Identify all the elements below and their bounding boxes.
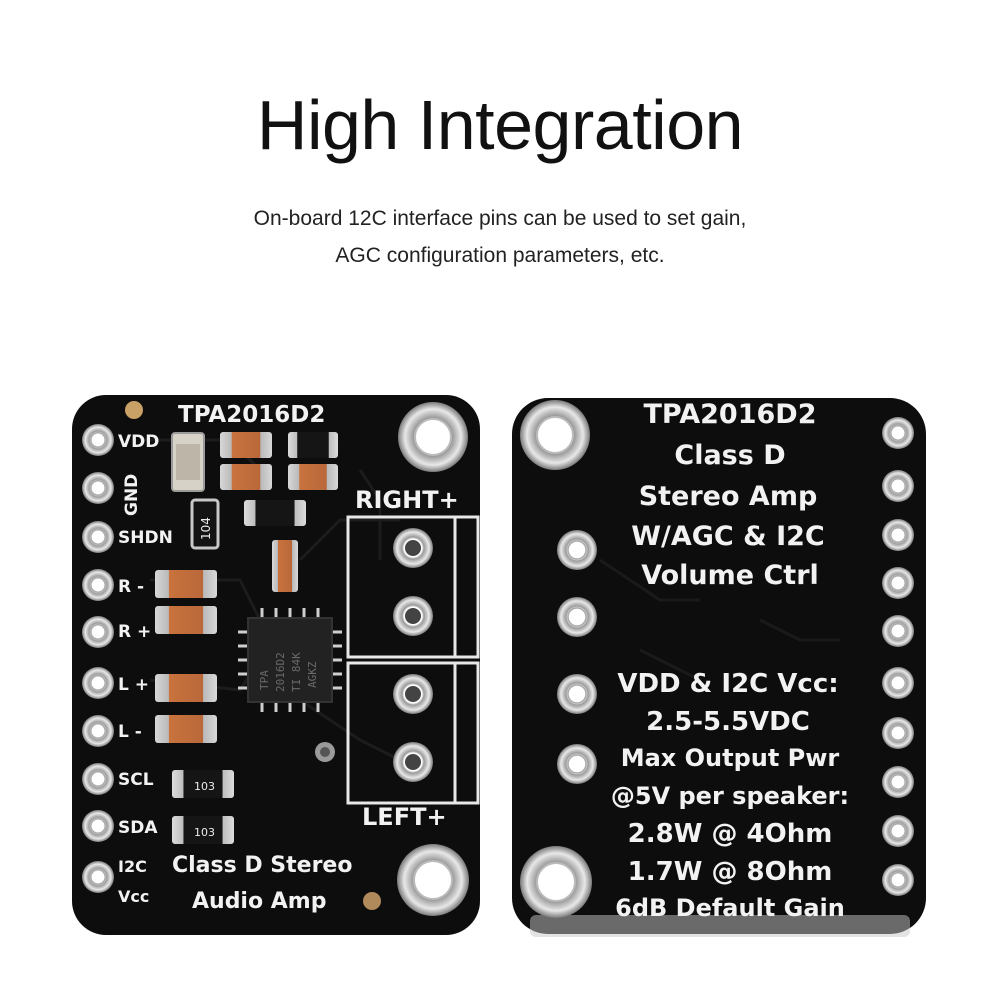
front-components: 104 103 103 [155,432,338,844]
pin-hole [890,478,906,494]
back-silkscreen-text: TPA2016D2 Class D Stereo Amp W/AGC & I2C… [611,399,849,922]
ic-marking-line2: TI 84K [290,652,303,692]
back-board: TPA2016D2 Class D Stereo Amp W/AGC & I2C… [512,398,926,937]
front-pin-labels: VDD GND SHDN R - R + L + L - SCL SDA I2C… [118,432,173,906]
right-plus-label: RIGHT+ [355,486,459,514]
back-header-pins [882,417,914,896]
pin-hole [90,577,106,593]
back-line-1: Class D [674,440,785,471]
back-line-7: Max Output Pwr [621,744,840,772]
pin-hole [567,540,587,560]
front-desc-line1: Class D Stereo [172,853,352,878]
pin-label-gnd: GND [122,474,142,516]
resistor-104-label: 104 [199,517,213,540]
pin-label-l-plus: L + [118,675,149,695]
pin-hole [890,623,906,639]
pin-label-r-plus: R + [118,622,151,642]
back-mounting-holes [520,400,592,918]
left-plus-label: LEFT+ [362,803,447,831]
back-line-4: Volume Ctrl [641,560,819,591]
headline: High Integration [256,86,744,164]
back-line-11: 6dB Default Gain [615,894,845,922]
pin-hole [90,624,106,640]
back-line-6: 2.5-5.5VDC [646,707,810,737]
back-traces [599,558,840,682]
back-line-10: 1.7W @ 8Ohm [628,857,833,887]
pin-label-sda: SDA [118,818,158,838]
pin-label-vcc: Vcc [118,887,149,906]
back-line-8: @5V per speaker: [611,782,849,810]
pin-hole [90,771,106,787]
back-line-9: 2.8W @ 4Ohm [628,819,833,849]
pin-hole [90,869,106,885]
ic-marking-line1: 2016D2 [274,652,287,692]
back-line-3: W/AGC & I2C [631,521,825,552]
pin-label-vdd: VDD [118,432,159,452]
pin-hole [890,675,906,691]
pin-hole [90,675,106,691]
pin-hole [890,725,906,741]
test-pad [125,401,143,419]
back-pcb [512,398,926,934]
description: On-board 12C interface pins can be used … [0,200,1000,274]
description-line-2: AGC configuration parameters, etc. [335,244,665,267]
pin-label-scl: SCL [118,770,154,790]
back-line-0: TPA2016D2 [644,399,817,430]
back-terminal-pins [557,530,597,784]
resistor-103-b-label: 103 [194,826,215,839]
pin-hole [567,754,587,774]
back-line-5: VDD & I2C Vcc: [617,669,838,699]
pin-hole [890,575,906,591]
ic-marking-line3: AGKZ [306,661,319,688]
pin-hole [90,818,106,834]
pin-hole [890,425,906,441]
pin-hole [890,527,906,543]
description-line-1: On-board 12C interface pins can be used … [253,207,747,230]
pin-hole [90,723,106,739]
front-desc-line2: Audio Amp [192,889,326,914]
pin-label-i2c: I2C [118,857,147,876]
pin-hole [890,774,906,790]
pin-hole [890,823,906,839]
pin-label-shdn: SHDN [118,528,173,548]
front-board: VDD GND SHDN R - R + L + L - SCL SDA I2C… [72,395,480,935]
pin-hole [567,607,587,627]
pin-label-r-minus: R - [118,577,144,597]
front-header-pins [82,424,114,893]
pin-hole [90,529,106,545]
front-chip-name: TPA2016D2 [178,402,325,428]
ic-chip: TPA 2016D2 TI 84K AGKZ [238,608,342,712]
pin-label-l-minus: L - [118,722,142,742]
back-line-2: Stereo Amp [639,481,818,512]
pin-hole [90,432,106,448]
resistor-103-a-label: 103 [194,780,215,793]
pin-hole [890,872,906,888]
front-mounting-holes [397,402,469,916]
pin-hole [567,684,587,704]
pin-hole [90,480,106,496]
terminal-blocks: RIGHT+ LEFT+ [346,486,480,831]
ic-marking-side: TPA [258,670,271,690]
